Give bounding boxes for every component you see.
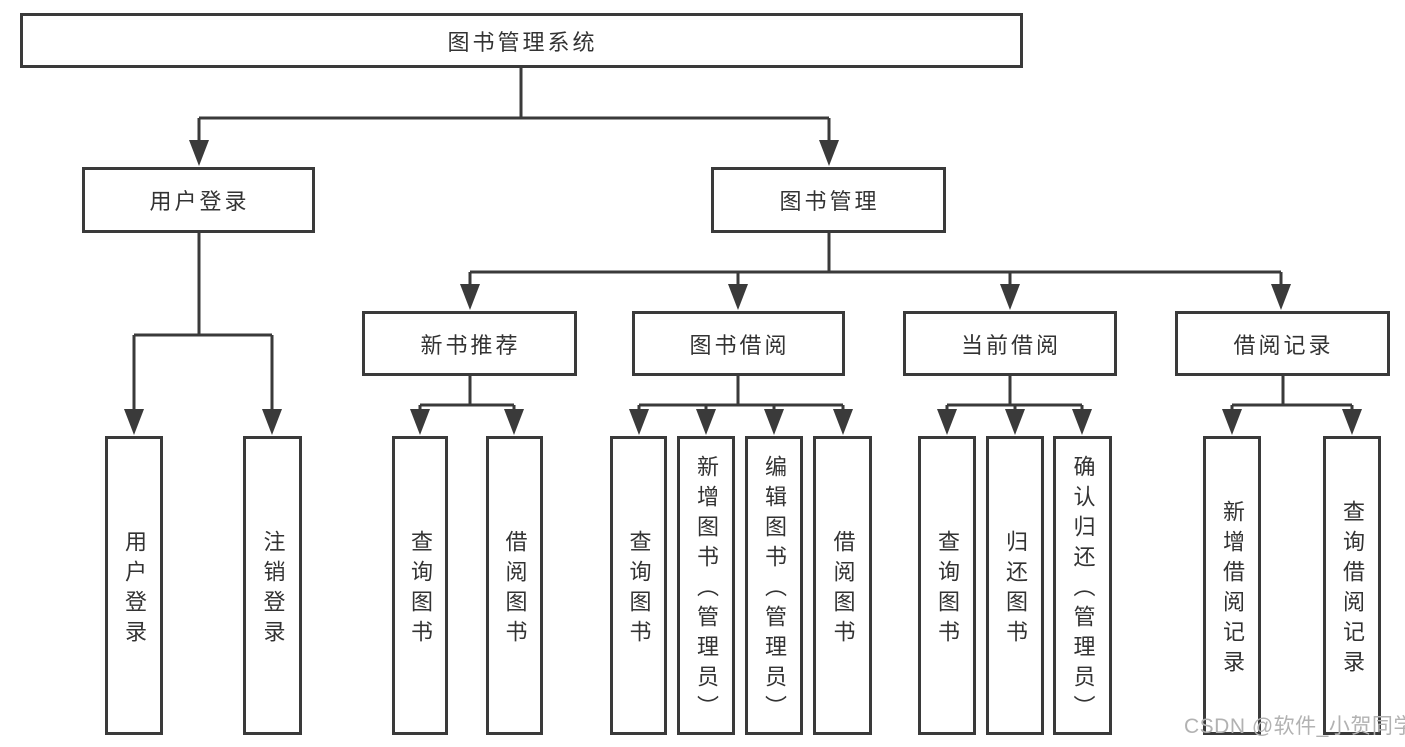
- edge-user-login-to-children: [132, 233, 274, 415]
- node-label: 图书管理: [779, 189, 880, 214]
- csdn-watermark: CSDN @软件_小贺同学: [1184, 715, 1405, 738]
- node-borrow-books: 借阅图书: [813, 436, 872, 735]
- arrow-down-icon: [629, 409, 649, 435]
- node-add-borrow-record: 新增借阅记录: [1203, 436, 1261, 735]
- node-query-books-recommend: 查询图书: [392, 436, 448, 735]
- arrow-down-icon: [696, 409, 716, 435]
- node-label: 用户登录: [122, 529, 147, 650]
- arrow-down-icon: [833, 409, 853, 435]
- node-label: 新书推荐: [420, 332, 521, 358]
- edge-book-management-to-level3: [468, 233, 1283, 290]
- node-return-books: 归还图书: [986, 436, 1044, 735]
- arrow-down-icon: [1342, 409, 1362, 435]
- node-edit-books-admin: 编辑图书（管理员）: [745, 436, 803, 735]
- node-label: 新增借阅记录: [1220, 499, 1245, 680]
- arrow-down-icon: [1000, 284, 1020, 310]
- node-new-book-recommend: 新书推荐: [362, 311, 577, 376]
- node-label: 图书管理系统: [447, 29, 598, 55]
- node-label: 查询图书: [935, 529, 960, 650]
- arrowheads: [124, 140, 1362, 435]
- arrow-down-icon: [1271, 284, 1291, 310]
- arrow-down-icon: [728, 284, 748, 310]
- node-label: 用户登录: [149, 189, 250, 214]
- arrow-down-icon: [189, 140, 209, 166]
- node-label: 归还图书: [1003, 529, 1028, 650]
- node-label: 借阅图书: [830, 529, 856, 650]
- arrow-down-icon: [124, 409, 144, 435]
- edge-root-to-level2: [197, 68, 831, 150]
- node-borrow-books-recommend: 借阅图书: [486, 436, 543, 735]
- node-current-borrow: 当前借阅: [903, 311, 1117, 376]
- node-confirm-return-admin: 确认归还（管理员）: [1053, 436, 1112, 735]
- node-label: 确认归还（管理员）: [1070, 454, 1096, 725]
- node-library-management-system: 图书管理系统: [20, 13, 1023, 68]
- node-label: 图书借阅: [689, 332, 790, 358]
- edge-new-book-recommend-children: [418, 376, 516, 415]
- node-label: 注销登录: [260, 529, 286, 650]
- node-label: 新增图书（管理员）: [694, 454, 719, 725]
- node-book-management: 图书管理: [711, 167, 946, 233]
- node-user-login: 用户登录: [105, 436, 163, 735]
- node-label: 借阅记录: [1233, 332, 1334, 358]
- node-book-borrow: 图书借阅: [632, 311, 845, 376]
- arrow-down-icon: [1005, 409, 1025, 435]
- arrow-down-icon: [1072, 409, 1092, 435]
- node-query-books-borrow: 查询图书: [610, 436, 667, 735]
- edge-book-borrow-children: [637, 376, 845, 415]
- node-query-borrow-record: 查询借阅记录: [1323, 436, 1381, 735]
- node-label: 查询借阅记录: [1340, 499, 1365, 680]
- arrow-down-icon: [460, 284, 480, 310]
- arrow-down-icon: [764, 409, 784, 435]
- node-query-books-current: 查询图书: [918, 436, 976, 735]
- arrow-down-icon: [262, 409, 282, 435]
- node-label: 查询图书: [408, 529, 433, 650]
- node-logout: 注销登录: [243, 436, 302, 735]
- arrow-down-icon: [410, 409, 430, 435]
- arrow-down-icon: [1222, 409, 1242, 435]
- node-add-books-admin: 新增图书（管理员）: [677, 436, 735, 735]
- node-borrow-records: 借阅记录: [1175, 311, 1390, 376]
- arrow-down-icon: [937, 409, 957, 435]
- arrow-down-icon: [504, 409, 524, 435]
- arrow-down-icon: [819, 140, 839, 166]
- node-user-login-branch: 用户登录: [82, 167, 315, 233]
- node-label: 当前借阅: [960, 332, 1061, 358]
- node-label: 编辑图书（管理员）: [762, 454, 787, 725]
- node-label: 查询图书: [626, 529, 652, 650]
- node-label: 借阅图书: [502, 529, 528, 650]
- edge-borrow-records-children: [1230, 376, 1354, 415]
